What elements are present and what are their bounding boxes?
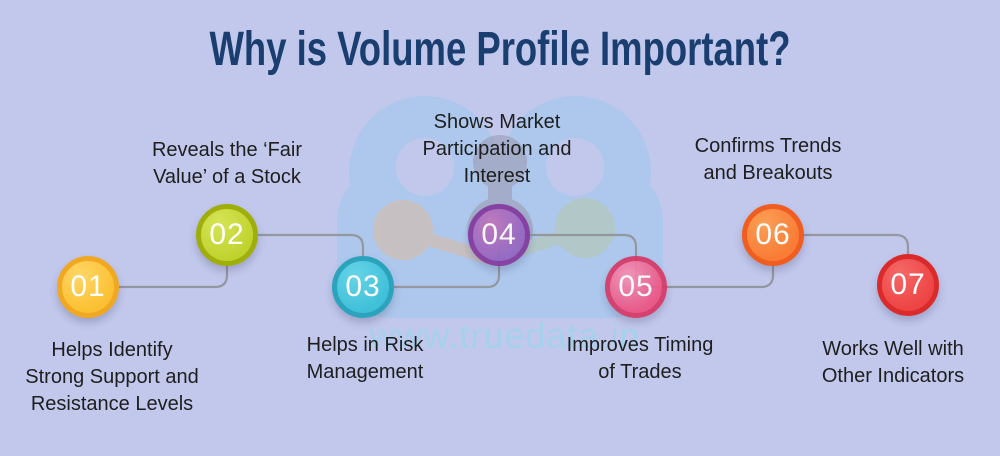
step-03-label-line: Helps in Risk: [306, 334, 424, 356]
step-05-label-line: of Trades: [598, 361, 682, 383]
step-01-label-line: Strong Support and: [25, 366, 199, 388]
step-03-label: Helps in Risk Management: [307, 332, 424, 386]
step-01-label-line: Helps Identify: [51, 339, 173, 361]
step-06-number: 06: [755, 218, 791, 251]
page-title: Why is Volume Profile Important?: [209, 23, 791, 76]
step-03-number: 03: [345, 270, 381, 303]
step-04-circle: 04: [468, 204, 530, 266]
step-07-label-line: Works Well with: [822, 338, 964, 360]
step-03-label-line: Management: [306, 361, 424, 383]
step-07-number: 07: [890, 268, 926, 301]
step-05-number: 05: [618, 270, 654, 303]
step-05-label-line: Improves Timing: [566, 334, 714, 356]
step-04-label-line: Shows Market: [433, 111, 561, 133]
step-01-number: 01: [70, 270, 106, 303]
step-02-label: Reveals the ‘Fair Value’ of a Stock: [152, 137, 302, 191]
step-07-circle: 07: [877, 254, 939, 316]
watermark-text: www.truedata.in: [368, 315, 640, 356]
step-05-circle: 05: [605, 256, 667, 318]
step-06-label-line: and Breakouts: [703, 162, 833, 184]
title-area: Why is Volume Profile Important?: [0, 22, 1000, 77]
step-01-label-line: Resistance Levels: [30, 393, 194, 415]
step-07-label: Works Well with Other Indicators: [822, 336, 964, 390]
step-02-label-line: Reveals the ‘Fair: [151, 139, 303, 161]
step-06-circle: 06: [742, 204, 804, 266]
step-07-label-line: Other Indicators: [821, 365, 965, 387]
step-02-number: 02: [209, 218, 245, 251]
step-04-label-line: Interest: [463, 165, 531, 187]
step-02-circle: 02: [196, 204, 258, 266]
step-02-label-line: Value’ of a Stock: [153, 166, 301, 188]
step-06-label-line: Confirms Trends: [694, 135, 842, 157]
step-03-circle: 03: [332, 256, 394, 318]
step-04-number: 04: [481, 218, 517, 251]
step-06-label: Confirms Trends and Breakouts: [695, 133, 842, 187]
step-04-label-line: Participation and: [422, 138, 572, 160]
step-01-label: Helps Identify Strong Support and Resist…: [25, 337, 198, 418]
step-05-label: Improves Timing of Trades: [567, 332, 714, 386]
step-04-label: Shows Market Participation and Interest: [423, 109, 572, 190]
step-01-circle: 01: [57, 256, 119, 318]
